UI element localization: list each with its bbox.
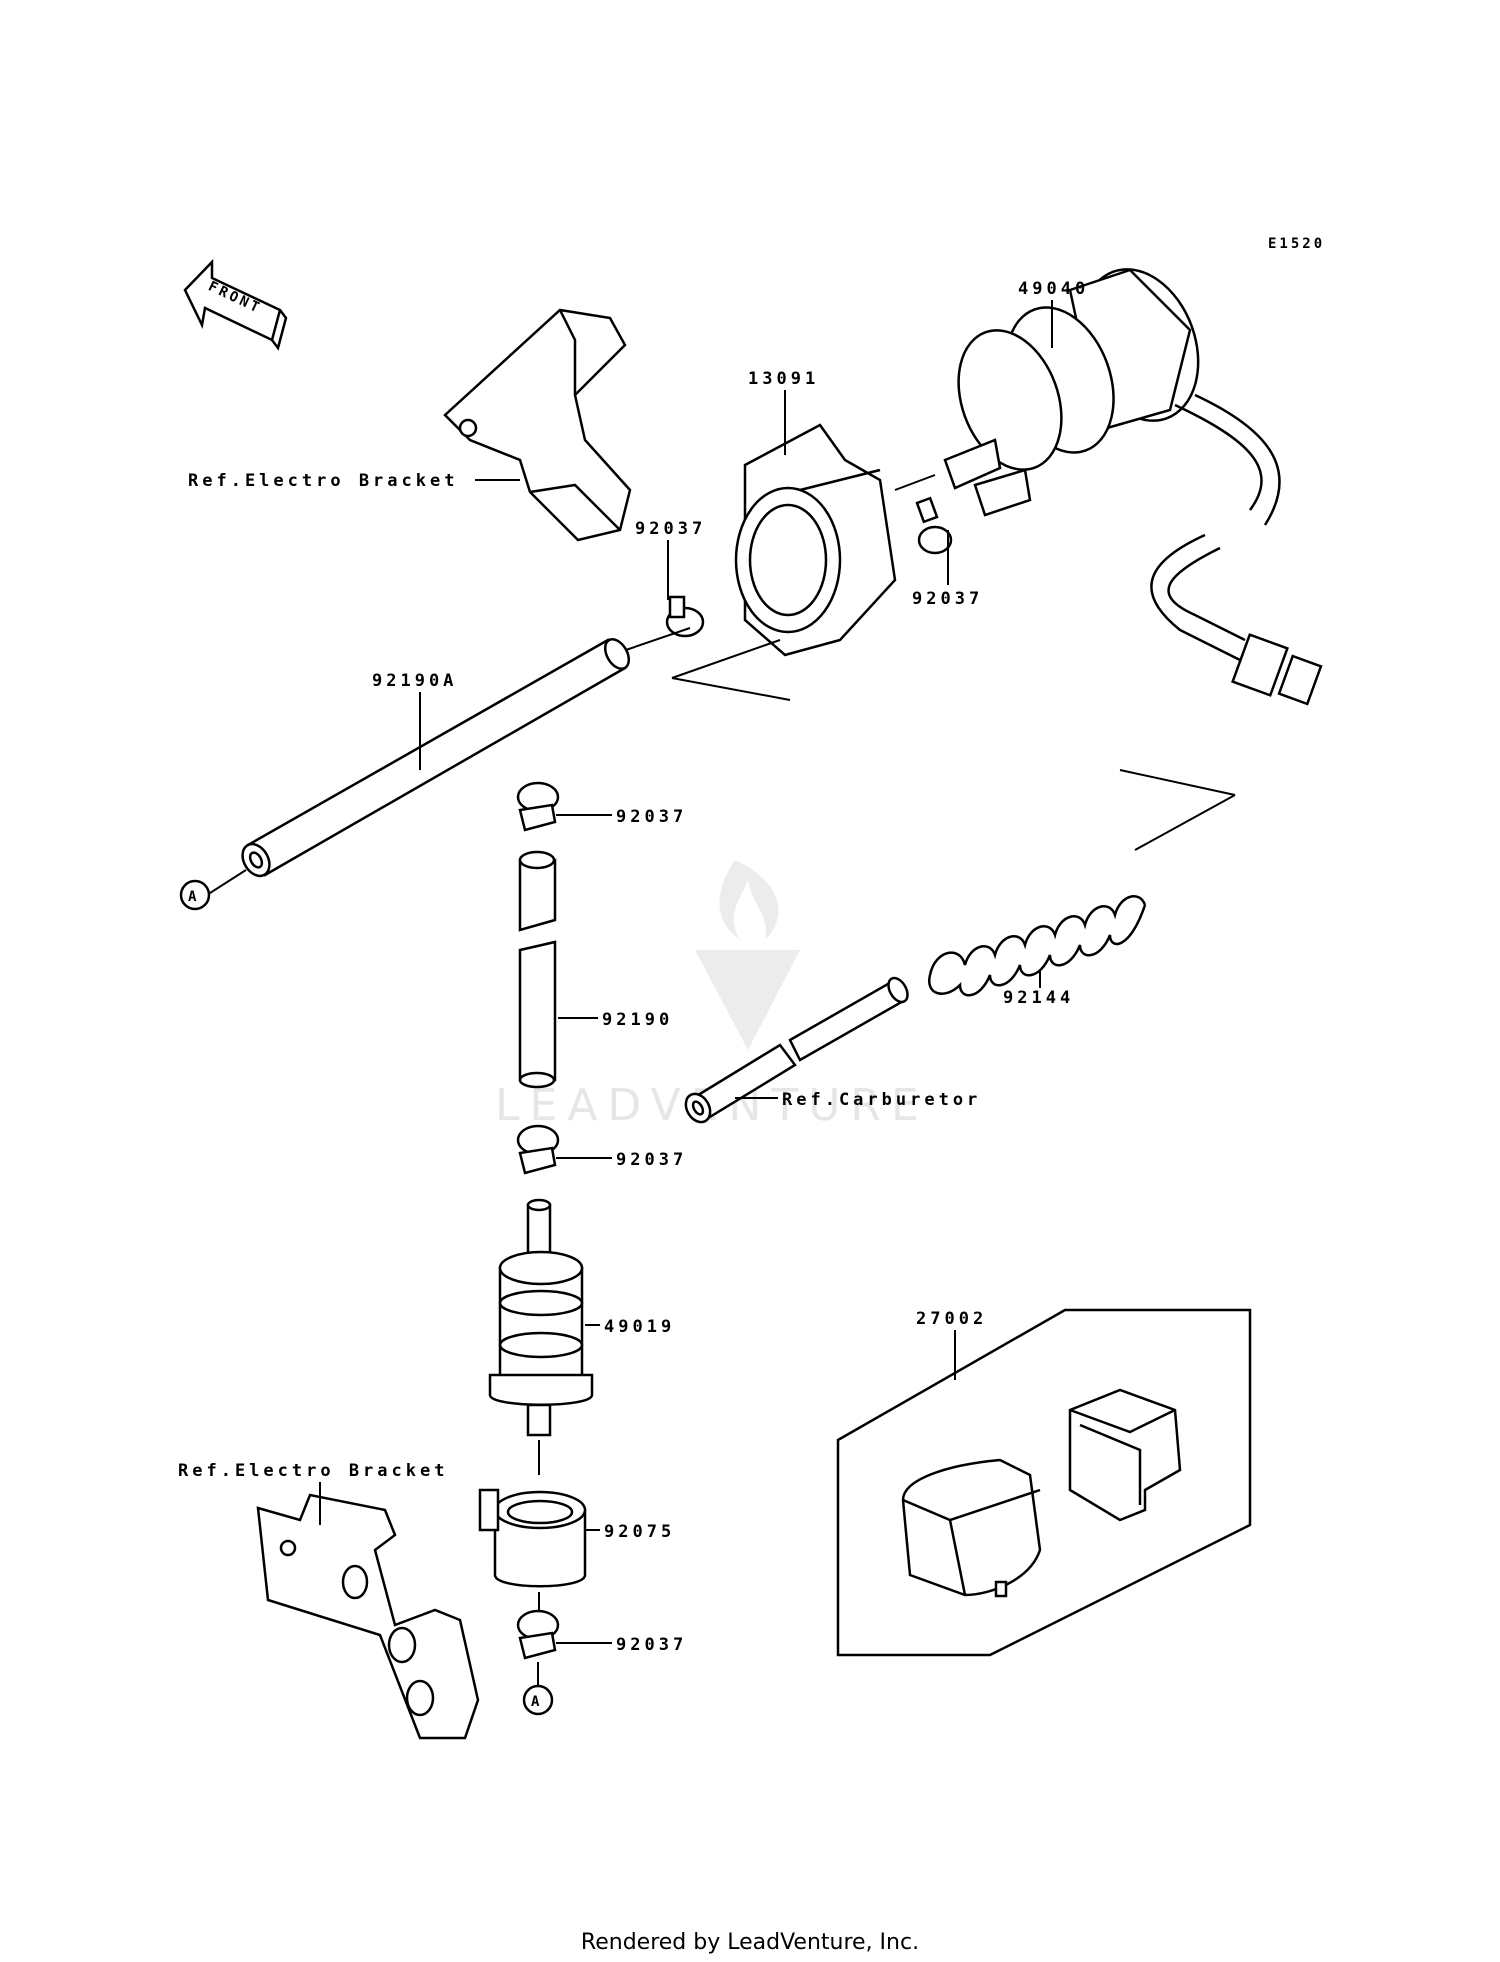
relay-kit-27002 xyxy=(836,1308,1252,1657)
align-line-5 xyxy=(1119,769,1236,796)
part-92190: 92190 xyxy=(602,1010,673,1030)
diagram-code: E1520 xyxy=(1268,236,1325,252)
clamp-92037-top-left xyxy=(665,595,705,638)
spring-92144 xyxy=(927,895,1147,997)
connector-a-top-label: A xyxy=(188,889,199,905)
connector-a-bottom-label: A xyxy=(531,1694,542,1710)
part-49040: 49040 xyxy=(1018,279,1089,299)
clamp-92037-middle xyxy=(516,781,560,832)
align-line-3 xyxy=(671,677,791,701)
part-92037-c: 92037 xyxy=(616,807,687,827)
pump-mount-13091 xyxy=(734,423,897,657)
filter-holder-92075 xyxy=(478,1488,587,1588)
part-92037-a: 92037 xyxy=(635,519,706,539)
align-line-4 xyxy=(894,474,936,491)
part-92037-b: 92037 xyxy=(912,589,983,609)
fuel-filter-49019 xyxy=(488,1198,594,1437)
align-line-6 xyxy=(1134,794,1236,851)
electro-bracket-bottom xyxy=(256,1493,480,1740)
part-13091: 13091 xyxy=(748,369,819,389)
part-92190A: 92190A xyxy=(372,671,457,691)
hose-92190A xyxy=(241,638,631,878)
carburetor-hose xyxy=(684,976,909,1124)
align-line-1 xyxy=(619,627,691,653)
part-92144: 92144 xyxy=(1003,988,1074,1008)
part-27002: 27002 xyxy=(916,1309,987,1329)
electro-bracket-top xyxy=(443,308,632,542)
part-92075: 92075 xyxy=(604,1522,675,1542)
ref-electro-bracket-bottom: Ref.Electro Bracket xyxy=(178,1461,448,1481)
connector-a-bottom xyxy=(522,1684,554,1716)
align-line-2 xyxy=(671,639,781,679)
hose-92190 xyxy=(518,850,557,1089)
leader-connector-a-top xyxy=(209,869,247,894)
clamp-92037-lower xyxy=(516,1124,560,1175)
connector-a-top xyxy=(179,879,211,911)
part-92037-d: 92037 xyxy=(616,1150,687,1170)
ref-carburetor: Ref.Carburetor xyxy=(782,1090,981,1110)
fuel-pump-49040 xyxy=(943,268,1323,706)
part-49019: 49019 xyxy=(604,1317,675,1337)
clamp-92037-top-right xyxy=(915,496,953,555)
clamp-92037-bottom xyxy=(516,1609,560,1660)
ref-electro-bracket-top: Ref.Electro Bracket xyxy=(188,471,458,491)
footer-credit: Rendered by LeadVenture, Inc. xyxy=(580,1930,920,1955)
part-92037-e: 92037 xyxy=(616,1635,687,1655)
front-arrow-icon: FRONT xyxy=(183,258,288,351)
